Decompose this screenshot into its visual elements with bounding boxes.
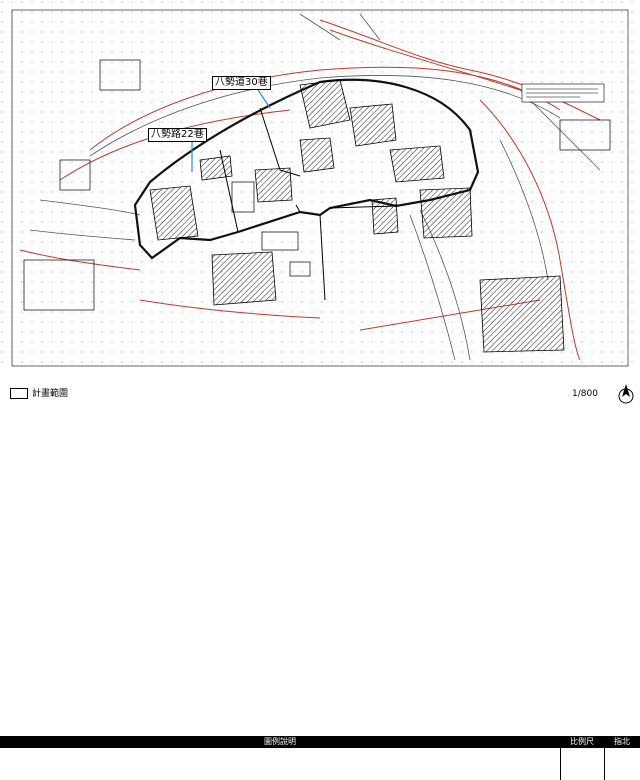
street-label-22: 八勢路22巷: [148, 128, 207, 142]
divider: [604, 736, 605, 780]
callout-leaders: [191, 89, 271, 172]
buildings: [149, 79, 565, 353]
legend-footer: 圖例說明 比例尺 指北: [0, 368, 640, 780]
legend-label: 計畫範圍: [32, 389, 69, 399]
divider: [560, 736, 561, 780]
interior-paths: [219, 107, 397, 301]
map-frame: 八勢道30巷 八勢路22巷: [0, 0, 640, 368]
lot-outlines: [23, 59, 611, 311]
north-arrow-icon: [618, 384, 634, 404]
north-header: 指北: [614, 737, 630, 746]
annotation-lines: [526, 88, 598, 98]
street-label-30: 八勢道30巷: [212, 76, 271, 90]
scale-value: 1/800: [572, 389, 598, 399]
scale-header: 比例尺: [570, 737, 594, 746]
street-edges: [29, 13, 601, 361]
legend-swatch: [10, 388, 28, 399]
site-plan-map[interactable]: [0, 0, 640, 368]
footer-title: 圖例說明: [264, 737, 296, 746]
footer-header-bar: 圖例說明 比例尺 指北: [0, 736, 640, 748]
map-border: [11, 9, 629, 367]
